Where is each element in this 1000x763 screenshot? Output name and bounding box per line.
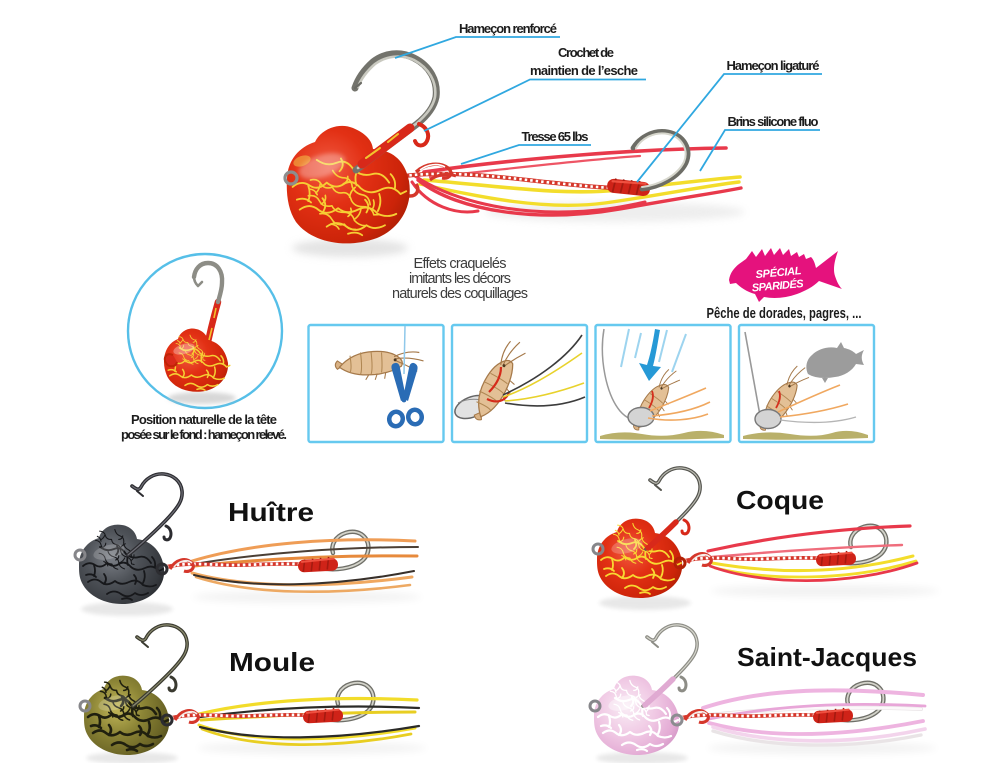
svg-text:Brins silicone fluo: Brins silicone fluo bbox=[728, 114, 819, 129]
svg-text:Position naturelle de la tête: Position naturelle de la tête bbox=[131, 412, 277, 427]
svg-text:Coque: Coque bbox=[736, 485, 824, 515]
svg-text:imitants les décors: imitants les décors bbox=[409, 271, 511, 287]
svg-text:Crochet de: Crochet de bbox=[558, 45, 614, 60]
svg-text:Moule: Moule bbox=[229, 647, 315, 677]
svg-text:posée sur le fond : hameçon re: posée sur le fond : hameçon relevé. bbox=[121, 427, 287, 442]
svg-text:SPÉCIAL: SPÉCIAL bbox=[755, 264, 802, 281]
svg-text:Hameçon ligaturé: Hameçon ligaturé bbox=[727, 58, 820, 73]
svg-text:SPARIDÉS: SPARIDÉS bbox=[751, 277, 805, 295]
svg-text:maintien de l’esche: maintien de l’esche bbox=[530, 63, 638, 78]
svg-text:Effets craquelés: Effets craquelés bbox=[414, 256, 507, 272]
svg-text:Hameçon renforcé: Hameçon renforcé bbox=[459, 21, 557, 36]
svg-text:Pêche de dorades, pagres, ...: Pêche de dorades, pagres, ... bbox=[707, 305, 862, 322]
svg-text:Tresse 65 lbs: Tresse 65 lbs bbox=[522, 129, 589, 144]
svg-text:naturels des coquillages: naturels des coquillages bbox=[392, 286, 528, 302]
svg-text:Huître: Huître bbox=[228, 497, 314, 527]
svg-text:Saint-Jacques: Saint-Jacques bbox=[737, 642, 917, 672]
